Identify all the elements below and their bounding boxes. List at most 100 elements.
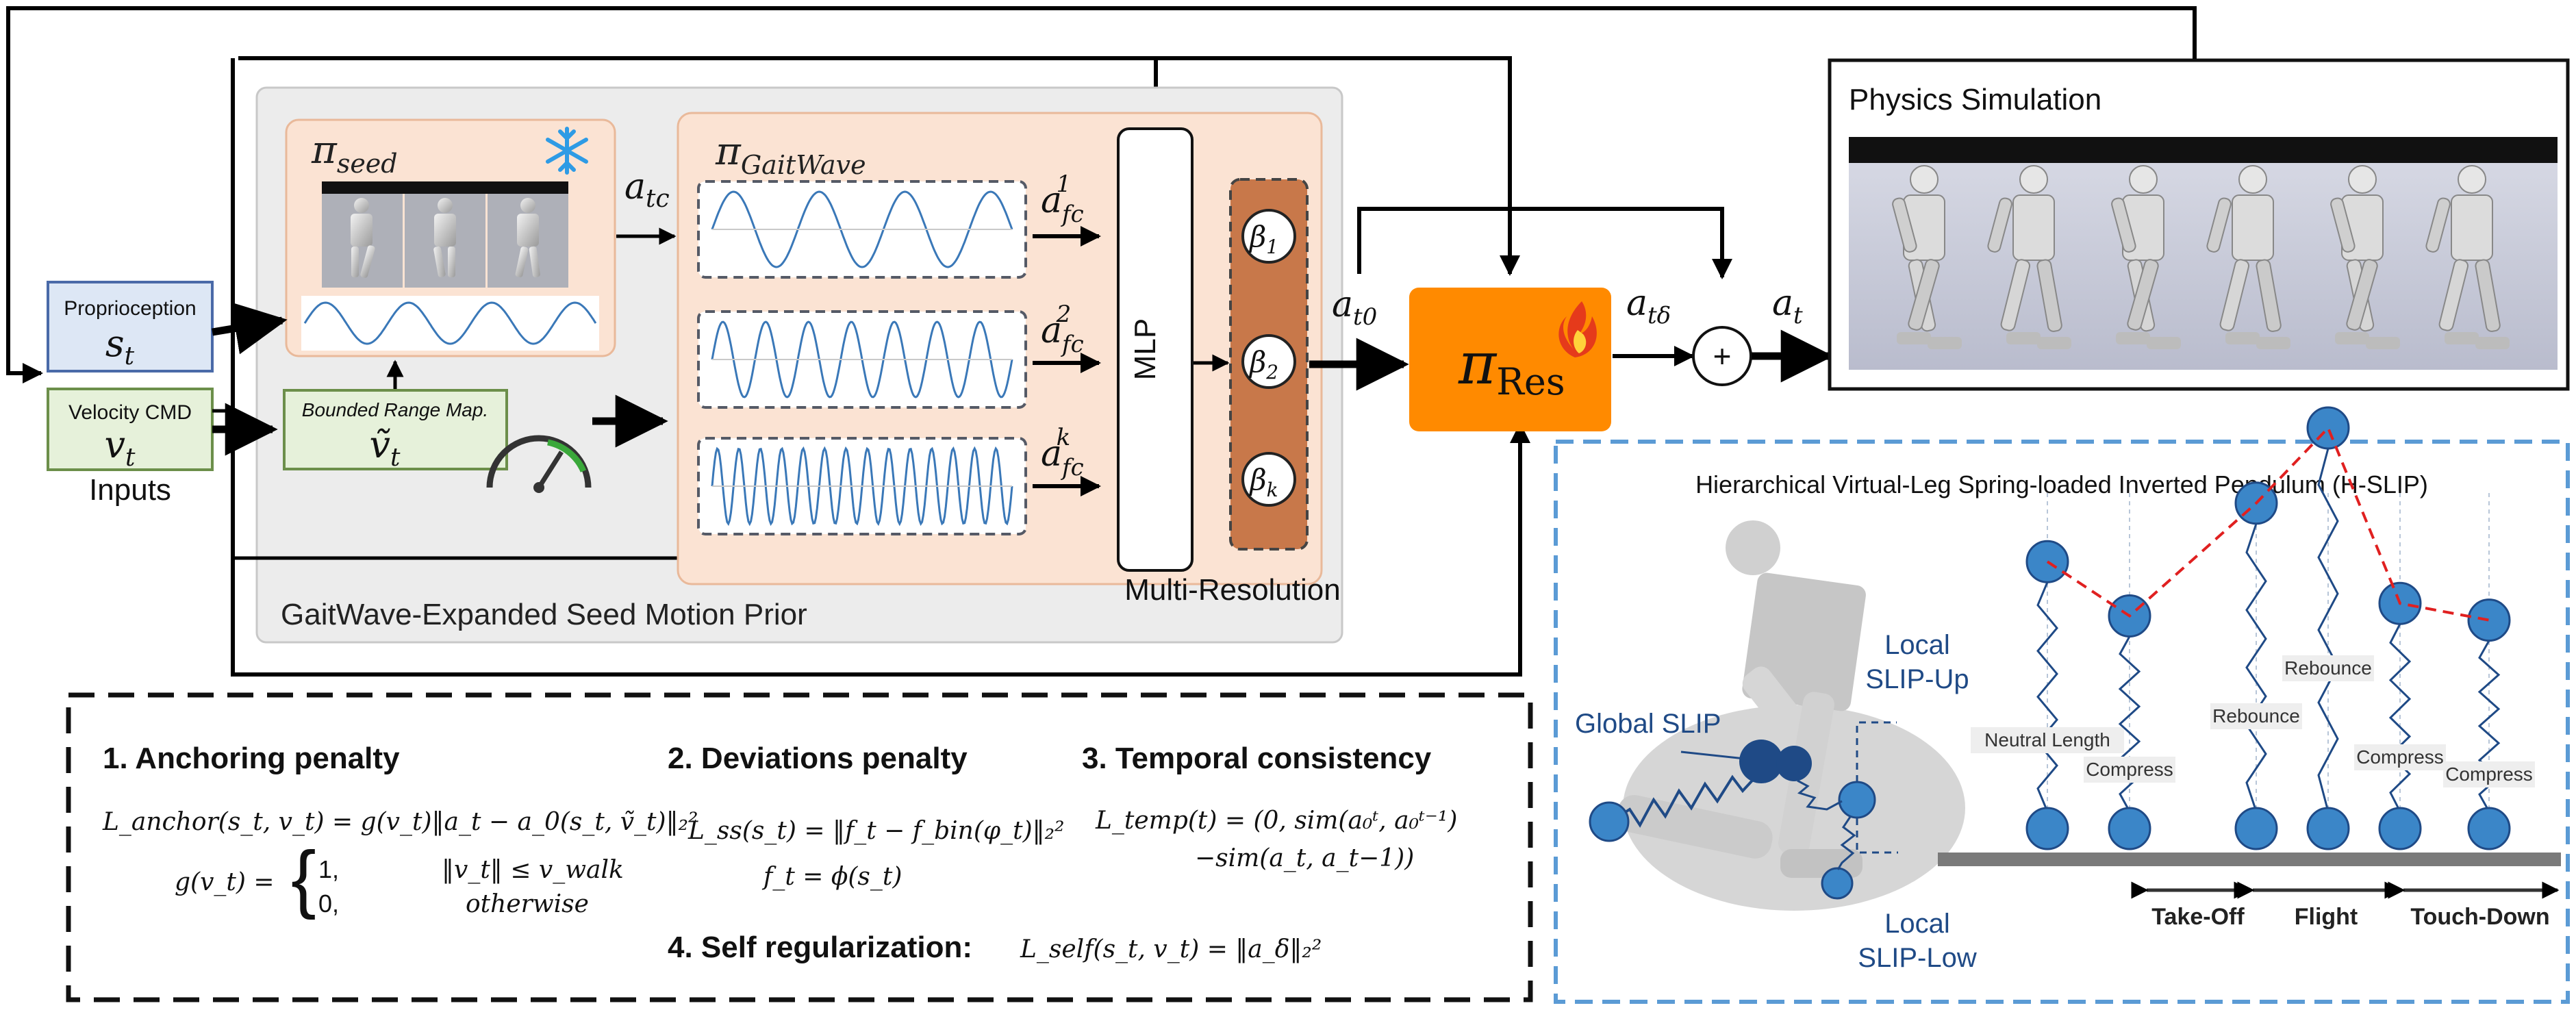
svg-text:Hierarchical Virtual-Leg Sprin: Hierarchical Virtual-Leg Spring-loaded I…	[1695, 470, 2428, 498]
fire-icon	[1558, 301, 1597, 357]
svg-text:3. Temporal consistency: 3. Temporal consistency	[1082, 742, 1432, 775]
at0-label: at0	[1332, 284, 1377, 331]
svg-text:Physics Simulation: Physics Simulation	[1849, 83, 2101, 116]
slip-phase-label: Neutral Length	[1984, 729, 2110, 750]
sim-robot-frames	[1892, 165, 2510, 349]
svg-text:β1: β1	[1248, 220, 1278, 258]
slip-phase-label-bg	[2282, 655, 2374, 681]
svg-text:afc2: afc2	[1041, 301, 1084, 358]
slip-stage	[2025, 493, 2069, 850]
mlp-block: MLP	[1117, 127, 1194, 572]
slip-phase-label-bg	[2210, 703, 2302, 729]
svg-text:{: {	[291, 836, 316, 920]
prior-caption: GaitWave-Expanded Seed Motion Prior	[281, 598, 807, 631]
slip-phase-label: Rebounce	[2212, 705, 2300, 727]
at-label: at	[1772, 283, 1803, 329]
ground-bar	[1938, 853, 2561, 866]
slip-stage	[2108, 493, 2151, 850]
svg-text:f_t = ϕ(s_t): f_t = ϕ(s_t)	[761, 863, 902, 891]
svg-text:πRes: πRes	[1458, 330, 1565, 403]
svg-text:Bounded Range Map.: Bounded Range Map.	[302, 399, 488, 420]
svg-text:Local: Local	[1884, 909, 1950, 939]
global-slip-masses	[1589, 740, 1876, 900]
com-trajectory	[2046, 425, 2490, 622]
residual-policy-box: πRes	[1409, 288, 1611, 431]
slip-phase-label: Rebounce	[2284, 657, 2372, 679]
slip-phase-label: Compress	[2356, 746, 2444, 768]
sim-robot	[1987, 165, 2071, 349]
slip-phase-label-bg	[1971, 727, 2124, 753]
gaitwave-outputs: afc1 afc2 afck	[1033, 171, 1101, 496]
svg-text:1,: 1,	[318, 855, 339, 883]
svg-text:Global SLIP: Global SLIP	[1575, 709, 1721, 739]
slip-phase-label: Compress	[2445, 763, 2533, 785]
gaitwave-label: πGaitWave	[715, 129, 866, 180]
svg-text:MLP: MLP	[1128, 318, 1162, 380]
inputs-caption: Inputs	[89, 473, 171, 507]
slip-stage	[2467, 493, 2511, 850]
sim-robot	[1892, 165, 1962, 349]
slip-phase-label-bg	[2084, 757, 2175, 783]
sim-robot	[2206, 165, 2290, 349]
beta-column: β1 β2 βk	[1229, 178, 1309, 551]
seed-policy-label: πseed	[311, 128, 398, 179]
svg-text:Proprioception: Proprioception	[64, 297, 196, 320]
physics-simulation-box: Physics Simulation	[1828, 58, 2570, 391]
global-leader	[1680, 750, 1745, 760]
hslip-robot-figure	[1617, 520, 1965, 911]
svg-text:2. Deviations penalty: 2. Deviations penalty	[668, 742, 968, 775]
svg-text:+: +	[1713, 338, 1732, 374]
slip-phase-label-bg	[2443, 761, 2535, 787]
sim-robot	[2330, 165, 2400, 349]
svg-text:afck: afck	[1041, 424, 1084, 481]
svg-text:L_anchor(s_t, v_t) = g(v_t)‖a_: L_anchor(s_t, v_t) = g(v_t)‖a_t − a_0(s_…	[102, 808, 698, 836]
svg-text:Velocity CMD: Velocity CMD	[68, 401, 192, 424]
proprioception-box: Proprioception st	[47, 281, 214, 373]
velocity-cmd-box: Velocity CMD vt	[47, 388, 214, 472]
svg-text:L_ss(s_t) = ‖f_t − f_bin(φ_t)‖: L_ss(s_t) = ‖f_t − f_bin(φ_t)‖₂²	[687, 817, 1064, 845]
seed-wave	[303, 301, 597, 345]
svg-text:Touch-Down: Touch-Down	[2410, 904, 2549, 930]
seed-policy-box: πseed	[285, 118, 616, 357]
local-springs	[1797, 779, 1843, 811]
svg-text:4. Self regularization:: 4. Self regularization:	[668, 931, 972, 964]
svg-text:vt: vt	[105, 423, 136, 472]
svg-text:Local: Local	[1884, 630, 1950, 660]
gaitwave-box: πGaitWave	[677, 112, 1323, 585]
svg-text:otherwise: otherwise	[466, 890, 589, 918]
svg-text:afc1: afc1	[1041, 171, 1084, 228]
seed-frames	[322, 181, 568, 288]
svg-text:1. Anchoring penalty: 1. Anchoring penalty	[103, 742, 400, 775]
svg-text:SLIP-Low: SLIP-Low	[1858, 943, 1977, 973]
loss-box: 1. Anchoring penalty L_anchor(s_t, v_t) …	[66, 692, 1533, 1002]
svg-text:0,: 0,	[318, 889, 339, 918]
svg-text:βk: βk	[1248, 463, 1278, 501]
sum-node: +	[1692, 326, 1752, 386]
hslip-panel: Hierarchical Virtual-Leg Spring-loaded I…	[1554, 406, 2570, 1004]
svg-text:L_self(s_t, v_t) = ‖a_δ‖₂²: L_self(s_t, v_t) = ‖a_δ‖₂²	[1020, 935, 1322, 963]
svg-text:−sim(a_t, a_t−1)): −sim(a_t, a_t−1))	[1195, 844, 1414, 872]
svg-text:L_temp(t) = (0, sim(a₀ᵗ, a₀ᵗ⁻¹: L_temp(t) = (0, sim(a₀ᵗ, a₀ᵗ⁻¹)	[1095, 807, 1457, 835]
svg-text:SLIP-Up: SLIP-Up	[1865, 664, 1969, 694]
slip-stage	[2234, 481, 2278, 850]
slip-phase-label: Compress	[2086, 759, 2173, 780]
bounded-range-map-box: Bounded Range Map. ṽt	[283, 389, 508, 472]
snowflake-icon	[546, 127, 588, 175]
global-spring	[1611, 771, 1761, 828]
slip-stages: Neutral LengthCompressRebounceRebounceCo…	[1971, 406, 2535, 850]
gaitwave-1	[711, 190, 1013, 268]
local-low-spring	[1836, 816, 1856, 870]
svg-text:‖v_t‖ ≤ v_walk: ‖v_t‖ ≤ v_walk	[442, 856, 624, 884]
sim-robot	[2111, 165, 2181, 349]
at0-skip-line	[1357, 207, 1732, 279]
svg-text:Flight: Flight	[2295, 904, 2358, 930]
svg-text:st: st	[105, 322, 135, 370]
atdelta-label: atδ	[1626, 283, 1671, 329]
slip-stage	[2378, 493, 2422, 850]
speedometer-icon	[486, 435, 592, 493]
svg-text:ṽt: ṽt	[370, 423, 401, 472]
svg-text:β2: β2	[1248, 345, 1278, 383]
multi-resolution-label: Multi-Resolution	[1124, 573, 1340, 607]
sim-robot	[2425, 165, 2510, 349]
